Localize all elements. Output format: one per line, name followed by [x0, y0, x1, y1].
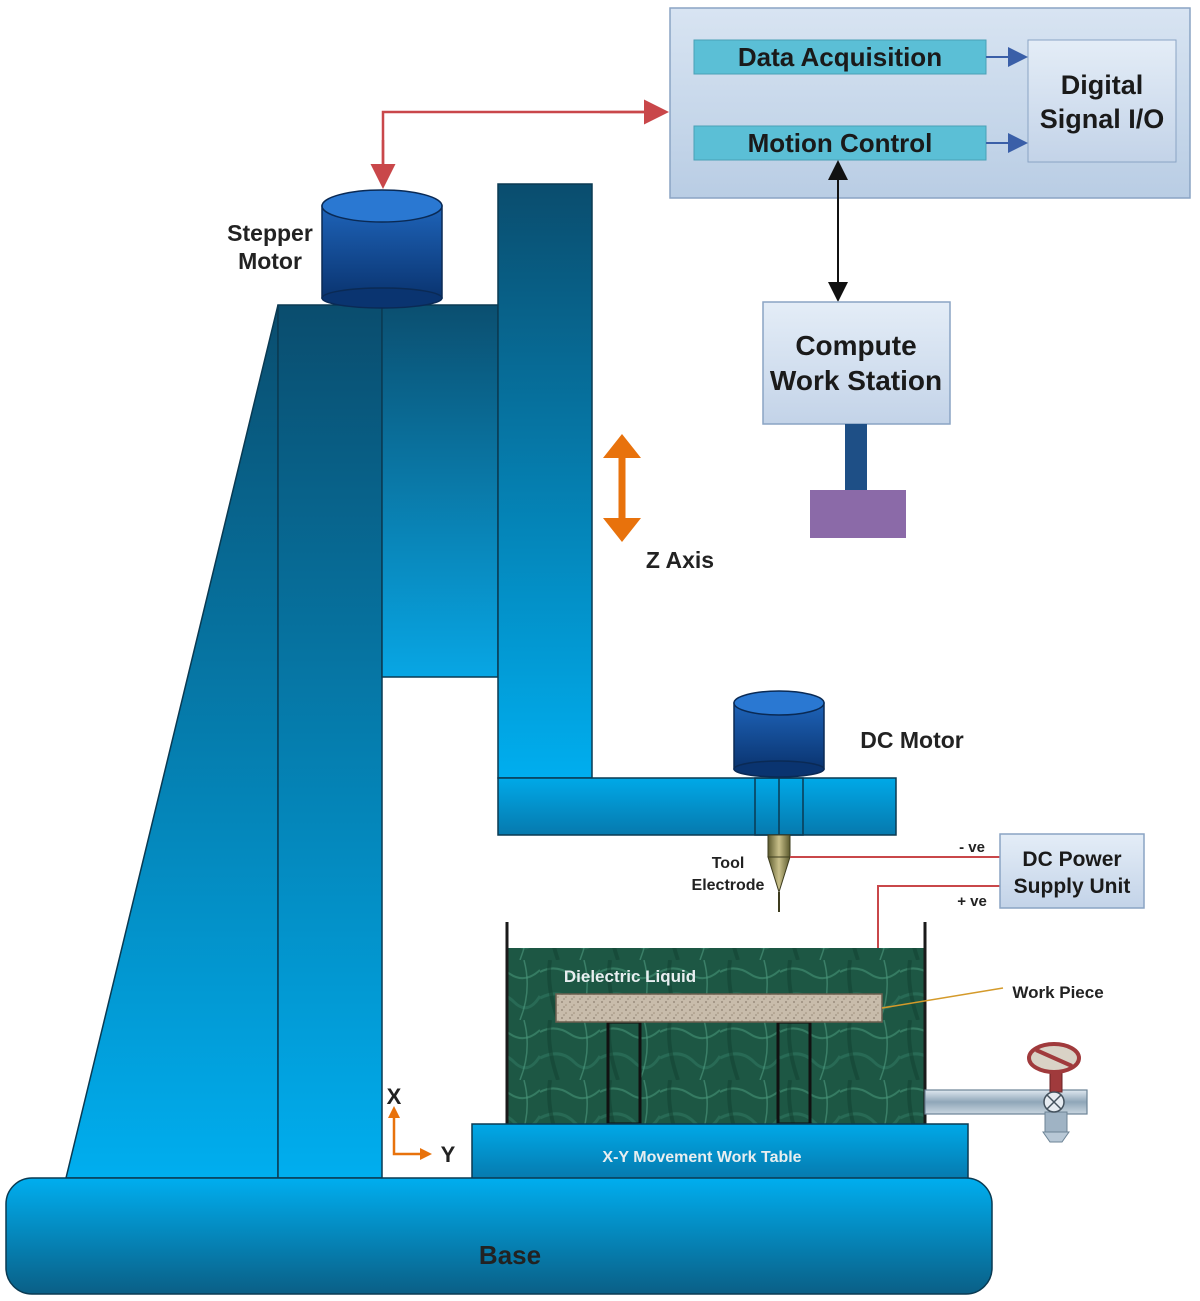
z-axis-arrow: [603, 434, 641, 542]
z-axis-slide: [497, 183, 593, 779]
dc-motor: [733, 690, 825, 778]
dielectric-liquid: [507, 948, 925, 1124]
stepper-motor-label-1: Stepper: [227, 220, 313, 246]
negative-terminal-label: - ve: [959, 839, 985, 856]
positive-terminal-label: + ve: [957, 893, 987, 910]
x-axis-label: X: [387, 1084, 402, 1109]
data-acquisition-label: Data Acquisition: [738, 42, 942, 72]
workpiece-support-right: [776, 1020, 812, 1126]
xy-work-table-label: X-Y Movement Work Table: [602, 1149, 801, 1166]
column-front: [277, 304, 383, 1179]
stepper-motor: [321, 189, 443, 309]
tool-electrode: [767, 834, 791, 912]
monitor-base: [810, 490, 906, 538]
y-axis-label: Y: [441, 1142, 456, 1167]
compute-ws-label-2: Work Station: [770, 365, 942, 396]
monitor-stand: [845, 424, 867, 492]
dielectric-liquid-label: Dielectric Liquid: [564, 967, 696, 986]
machine-base: [5, 1177, 993, 1295]
column-slant: [65, 304, 279, 1179]
base-label: Base: [479, 1240, 541, 1270]
stepper-control-connection: [370, 99, 669, 189]
compute-ws-label-1: Compute: [795, 330, 916, 361]
tool-arm: [497, 777, 897, 836]
motion-control-label: Motion Control: [748, 128, 933, 158]
dielectric-tank: [505, 922, 927, 1126]
dc-motor-label: DC Motor: [860, 727, 964, 753]
stepper-motor-label-2: Motor: [238, 248, 302, 274]
column-head: [381, 304, 499, 678]
work-piece-leader: [881, 987, 1004, 1009]
dc-power-supply-unit: DC Power Supply Unit: [999, 833, 1145, 909]
tool-electrode-label-2: Electrode: [692, 877, 765, 894]
drain-valve: [924, 1042, 1088, 1143]
motion-control-module: [693, 125, 987, 161]
digital-signal-io-box: [1027, 39, 1177, 163]
tool-electrode-label-1: Tool: [712, 855, 745, 872]
data-acquisition-module: [693, 39, 987, 75]
work-piece-label: Work Piece: [1012, 983, 1103, 1002]
machine-frame: [65, 183, 897, 1179]
digital-signal-io-label-2: Signal I/O: [1040, 104, 1165, 134]
dc-power-label-1: DC Power: [1022, 848, 1121, 871]
workpiece-support-left: [606, 1020, 642, 1126]
z-axis-label: Z Axis: [646, 547, 714, 573]
dc-power-label-2: Supply Unit: [1014, 875, 1131, 898]
work-piece: [555, 993, 883, 1023]
xy-work-table: [471, 1123, 969, 1181]
control-panel: Data Acquisition Motion Control Digital …: [669, 7, 1191, 199]
digital-signal-io-label-1: Digital: [1061, 70, 1144, 100]
xy-axes-indicator: [388, 1106, 432, 1160]
compute-work-station: Compute Work Station: [762, 301, 951, 538]
